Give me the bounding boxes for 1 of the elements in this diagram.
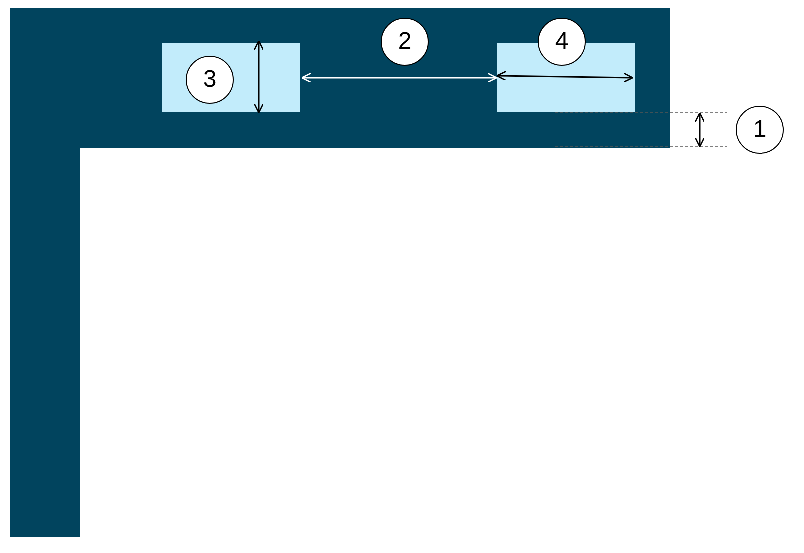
callout-number: 1	[736, 106, 784, 154]
